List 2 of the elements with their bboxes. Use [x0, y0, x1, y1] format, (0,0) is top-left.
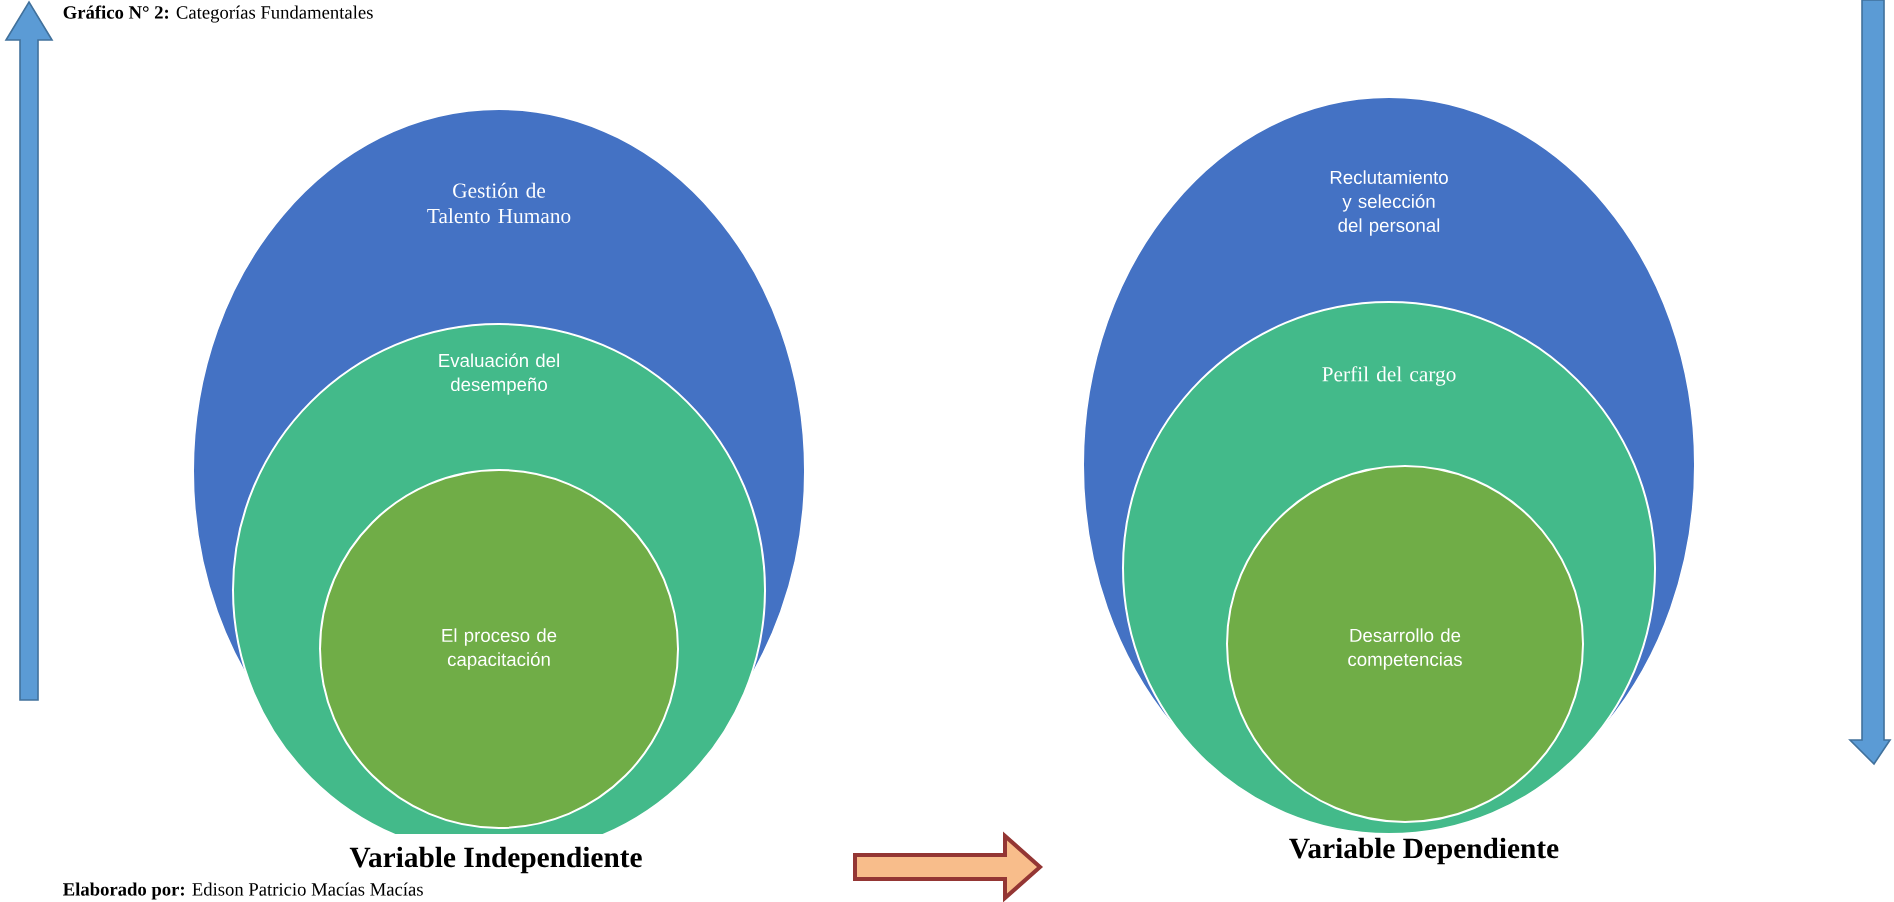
credit-note: Elaborado por: Edison Patricio Macías Macías — [63, 882, 423, 900]
figure-title: Gráfico N° 2: Categorías Fundamentales — [63, 5, 373, 23]
